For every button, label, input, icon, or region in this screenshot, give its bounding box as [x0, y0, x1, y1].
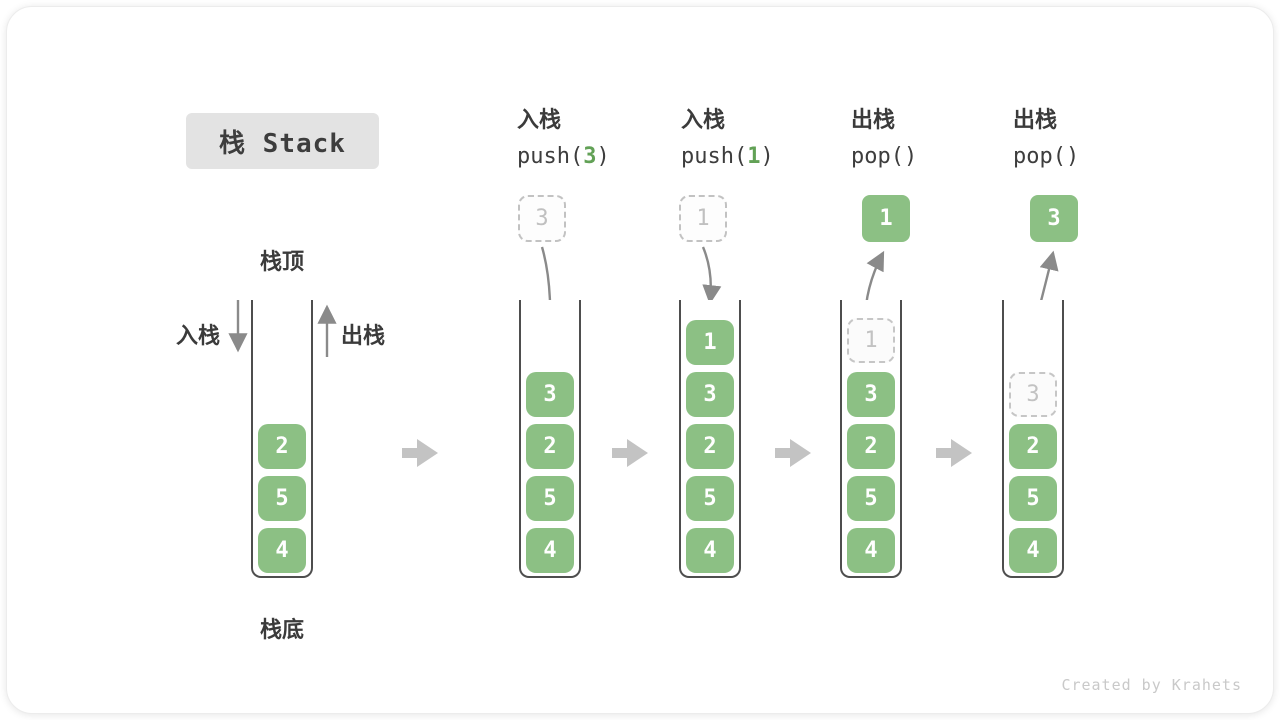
stack-item: 4: [847, 528, 895, 573]
floating-value-pop-3: 3: [1030, 195, 1078, 242]
op-name: 入栈: [681, 107, 726, 132]
stack-item: 4: [526, 528, 574, 573]
floating-value-push-1: 1: [679, 195, 727, 242]
step-arrow-icon: [612, 439, 648, 467]
code-arg: 1: [747, 144, 761, 169]
diagram-title-text: 栈 Stack: [219, 128, 346, 159]
floating-value-pop-1: 1: [862, 195, 910, 242]
stack-item: 2: [258, 424, 306, 469]
stack-item: 5: [1009, 476, 1057, 521]
op-name: 出栈: [851, 107, 896, 132]
stack-item: 2: [1009, 424, 1057, 469]
stack-item: 3: [526, 372, 574, 417]
code-arg: 3: [583, 144, 597, 169]
code-suffix: ): [903, 144, 918, 169]
code-prefix: pop(: [851, 144, 904, 169]
stack-item: 3: [686, 372, 734, 417]
stack-item: 4: [1009, 528, 1057, 573]
stack-item: 1: [686, 320, 734, 365]
op-code: pop(): [851, 143, 917, 170]
op-code: push(1): [681, 143, 774, 170]
stack-item: 5: [686, 476, 734, 521]
code-prefix: push(: [517, 144, 584, 169]
stack-item: 2: [526, 424, 574, 469]
code-prefix: push(: [681, 144, 748, 169]
stack-item: 4: [686, 528, 734, 573]
stack-item: 4: [258, 528, 306, 573]
stack-item: 2: [847, 424, 895, 469]
pop-side-label: 出栈: [341, 323, 386, 348]
stack-item: 5: [847, 476, 895, 521]
op-code: pop(): [1013, 143, 1079, 170]
op-header-push-1: 入栈 push(1): [681, 106, 774, 170]
diagram-title: 栈 Stack: [186, 113, 379, 169]
floating-value-push-3: 3: [518, 195, 566, 242]
stack-item: 3: [847, 372, 895, 417]
stack-bottom-label: 栈底: [260, 617, 305, 642]
op-name: 入栈: [517, 107, 562, 132]
push-side-label: 入栈: [176, 323, 221, 348]
op-code: push(3): [517, 143, 610, 170]
op-header-pop-1: 出栈 pop(): [851, 106, 917, 170]
credit-text: Created by Krahets: [1061, 676, 1242, 694]
stack-item: 5: [258, 476, 306, 521]
code-prefix: pop(: [1013, 144, 1066, 169]
code-suffix: ): [760, 144, 774, 169]
op-name: 出栈: [1013, 107, 1058, 132]
op-header-pop-3: 出栈 pop(): [1013, 106, 1079, 170]
stack-item-ghost: 3: [1009, 372, 1057, 417]
stack-top-label: 栈顶: [260, 249, 305, 274]
step-arrow-icon: [402, 439, 438, 467]
op-header-push-3: 入栈 push(3): [517, 106, 610, 170]
step-arrow-icon: [775, 439, 811, 467]
step-arrow-icon: [936, 439, 972, 467]
stack-item: 5: [526, 476, 574, 521]
code-suffix: ): [1065, 144, 1080, 169]
stack-item-ghost: 1: [847, 318, 895, 363]
code-suffix: ): [596, 144, 610, 169]
stack-item: 2: [686, 424, 734, 469]
